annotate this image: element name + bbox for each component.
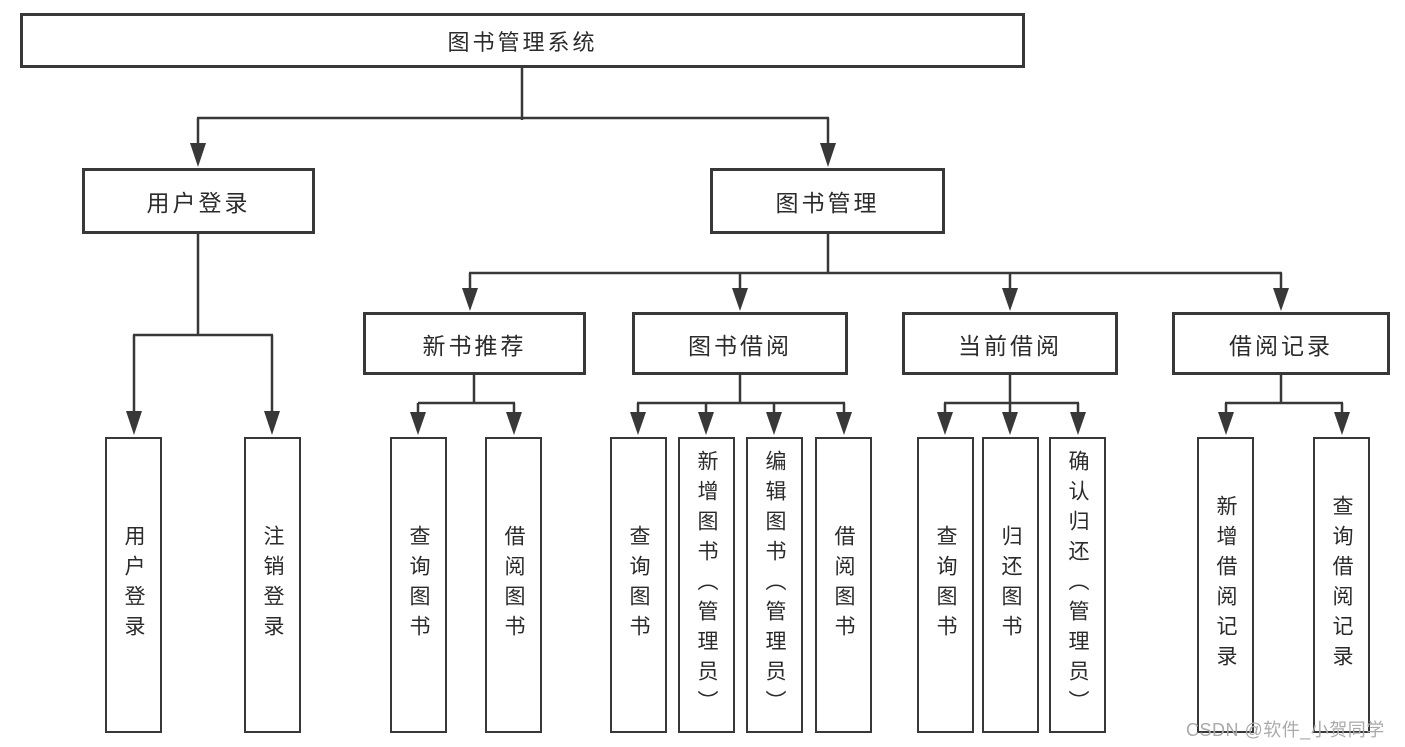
leaf-add-borrow-record: 新增借阅记录 (1197, 437, 1254, 733)
leaf-label: 归还图书 (999, 525, 1022, 645)
node-root: 图书管理系统 (20, 13, 1025, 68)
watermark: CSDN @软件_小贺同学 (1186, 720, 1385, 740)
leaf-borrow-books-recommend: 借阅图书 (485, 437, 542, 733)
leaf-label: 新增借阅记录 (1214, 495, 1237, 675)
tree-lines (132, 68, 1344, 415)
leaf-return-book: 归还图书 (982, 437, 1039, 733)
node-book-management: 图书管理 (710, 168, 945, 234)
leaf-label: 新增图书（管理员） (695, 450, 718, 720)
leaf-edit-book-admin: 编辑图书（管理员） (746, 437, 803, 733)
node-user-login: 用户登录 (82, 168, 315, 234)
leaf-confirm-return-admin: 确认归还（管理员） (1049, 437, 1106, 733)
leaf-query-books-current: 查询图书 (917, 437, 974, 733)
leaf-label: 查询图书 (934, 525, 957, 645)
leaf-label: 查询图书 (627, 525, 650, 645)
node-book-borrowing: 图书借阅 (632, 312, 848, 375)
node-current-borrowing: 当前借阅 (902, 312, 1118, 375)
leaf-label: 编辑图书（管理员） (763, 450, 786, 720)
node-new-book-recommend: 新书推荐 (363, 312, 586, 375)
leaf-query-books-recommend: 查询图书 (390, 437, 447, 733)
leaf-borrow-books-borrow: 借阅图书 (815, 437, 872, 733)
leaf-label: 确认归还（管理员） (1066, 450, 1089, 720)
leaf-query-books-borrow: 查询图书 (610, 437, 667, 733)
leaf-label: 注销登录 (261, 525, 284, 645)
node-borrow-records: 借阅记录 (1172, 312, 1390, 375)
arrow-down-icons (126, 143, 1350, 435)
leaf-query-borrow-record: 查询借阅记录 (1313, 437, 1370, 733)
leaf-label: 查询借阅记录 (1330, 495, 1353, 675)
leaf-label: 借阅图书 (502, 525, 525, 645)
leaf-user-login: 用户登录 (105, 437, 162, 733)
leaf-label: 查询图书 (407, 525, 430, 645)
leaf-add-book-admin: 新增图书（管理员） (678, 437, 735, 733)
leaf-label: 借阅图书 (832, 525, 855, 645)
leaf-label: 用户登录 (122, 525, 145, 645)
leaf-logout: 注销登录 (244, 437, 301, 733)
